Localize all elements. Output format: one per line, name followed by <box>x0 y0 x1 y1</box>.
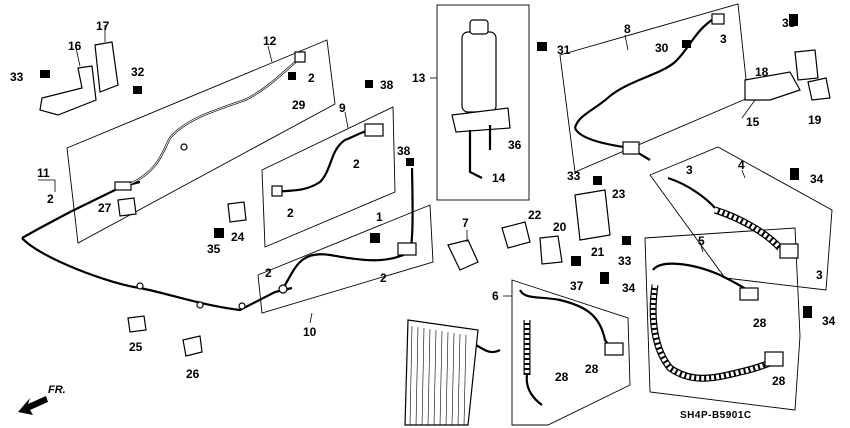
pipe-10-line <box>278 167 417 294</box>
clamp-22 <box>501 221 531 249</box>
group-bolts <box>40 14 812 318</box>
hose-5 <box>649 262 784 382</box>
clamp-20 <box>539 235 563 265</box>
callout-36: 36 <box>508 138 522 152</box>
callout-26: 26 <box>186 367 200 381</box>
callout-17: 17 <box>96 19 110 33</box>
pipe-9-line <box>271 123 384 197</box>
callout-2: 2 <box>265 266 272 280</box>
callout-28: 28 <box>555 370 569 384</box>
callout-19: 19 <box>808 113 822 127</box>
callout-7: 7 <box>462 216 469 230</box>
callout-12: 12 <box>263 34 277 48</box>
clamp-24 <box>227 201 247 223</box>
hose-8 <box>573 13 725 161</box>
callout-34: 34 <box>810 172 824 186</box>
callout-1: 1 <box>376 210 383 224</box>
callout-24: 24 <box>231 230 245 244</box>
bracket-21 <box>574 189 611 241</box>
callout-2: 2 <box>308 71 315 85</box>
callout-38: 38 <box>380 78 394 92</box>
callout-6: 6 <box>492 289 499 303</box>
callout-28: 28 <box>585 362 599 376</box>
bracket-15 <box>744 71 801 101</box>
callout-27: 27 <box>98 201 112 215</box>
callout-33: 33 <box>782 16 796 30</box>
pipe-12-suction-line <box>129 51 306 185</box>
group-outline-boxes <box>66 3 833 426</box>
callout-28: 28 <box>772 374 786 388</box>
callout-3: 3 <box>686 163 693 177</box>
front-direction-arrow: FR. <box>18 384 66 415</box>
callout-22: 22 <box>528 208 542 222</box>
callout-3: 3 <box>816 268 823 282</box>
box-hose-5 <box>644 227 801 411</box>
hose-4 <box>667 176 799 259</box>
callout-32: 32 <box>131 65 145 79</box>
callout-18: 18 <box>755 65 769 79</box>
callout-16: 16 <box>68 39 82 53</box>
box-receiver-13 <box>436 4 530 201</box>
direction-label: FR. <box>48 384 66 396</box>
callout-8: 8 <box>624 22 631 36</box>
callout-34: 34 <box>822 314 836 328</box>
box-pipe-9 <box>261 106 396 248</box>
callout-28: 28 <box>753 316 767 330</box>
callout-23: 23 <box>612 187 626 201</box>
part-code: SH4P-B5901C <box>680 410 752 421</box>
box-hose-4 <box>649 146 833 291</box>
group-callouts: 1 2 2 2 2 2 2 3 3 3 4 5 6 7 8 9 10 11 12… <box>10 16 836 388</box>
callout-37: 37 <box>570 279 584 293</box>
receiver-drier-13 <box>451 19 511 179</box>
callout-13: 13 <box>412 71 426 85</box>
box-hose-6 <box>511 279 631 426</box>
condenser <box>404 319 501 426</box>
callout-5: 5 <box>698 234 705 248</box>
pipe-11-main-line <box>21 180 293 312</box>
callout-35: 35 <box>207 242 221 256</box>
callout-25: 25 <box>129 340 143 354</box>
callout-33: 33 <box>618 254 632 268</box>
callout-20: 20 <box>553 220 567 234</box>
clamp-18 <box>794 49 819 81</box>
callout-2: 2 <box>287 206 294 220</box>
clamp-7 <box>447 239 479 271</box>
callout-29: 29 <box>292 98 306 112</box>
callout-38: 38 <box>397 144 411 158</box>
group-leader-lines <box>38 25 756 324</box>
callout-33: 33 <box>567 169 581 183</box>
bracket-16 <box>39 65 97 116</box>
clamp-27 <box>117 197 137 217</box>
group-brackets <box>39 41 831 357</box>
box-pipe-12 <box>66 39 336 244</box>
clamp-17 <box>94 41 119 93</box>
arrow-icon <box>18 396 48 415</box>
callout-21: 21 <box>591 245 605 259</box>
clamp-25 <box>127 315 147 333</box>
callout-34: 34 <box>622 281 636 295</box>
box-hose-8 <box>559 3 749 173</box>
box-pipe-10 <box>257 204 434 314</box>
callout-4: 4 <box>738 158 745 172</box>
clamp-26 <box>182 335 203 357</box>
callout-31: 31 <box>557 43 571 57</box>
callout-3: 3 <box>720 32 727 46</box>
callout-11: 11 <box>37 166 50 180</box>
clamp-19 <box>807 77 831 101</box>
callout-15: 15 <box>746 115 760 129</box>
callout-2: 2 <box>47 192 54 206</box>
hose-6 <box>519 289 624 406</box>
callout-9: 9 <box>339 101 346 115</box>
callout-30: 30 <box>655 41 669 55</box>
callout-14: 14 <box>492 171 506 185</box>
callout-2: 2 <box>380 271 387 285</box>
callout-10: 10 <box>303 325 317 339</box>
callout-2: 2 <box>353 157 360 171</box>
callout-33: 33 <box>10 70 24 84</box>
